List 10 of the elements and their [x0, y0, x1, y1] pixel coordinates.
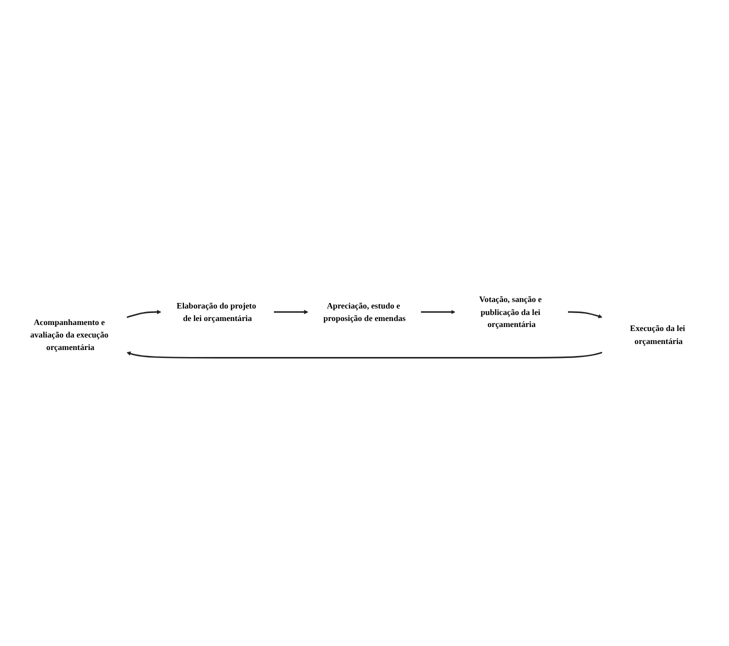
node-text: Acompanhamento e avaliação da execução orçamentária — [30, 317, 108, 352]
node-text: Execução da lei orçamentária — [630, 323, 686, 346]
node-text: Votação, sanção e publicação da lei orçamentária — [479, 294, 542, 329]
node-text: Elaboração do projeto de lei orçamentária — [176, 300, 256, 322]
node-text: Apreciação, estudo e proposição de emendas — [323, 300, 406, 322]
arrow — [568, 310, 602, 318]
arrow — [126, 351, 602, 358]
arrow — [274, 309, 308, 314]
arrow — [126, 309, 162, 318]
arrow — [420, 309, 456, 314]
